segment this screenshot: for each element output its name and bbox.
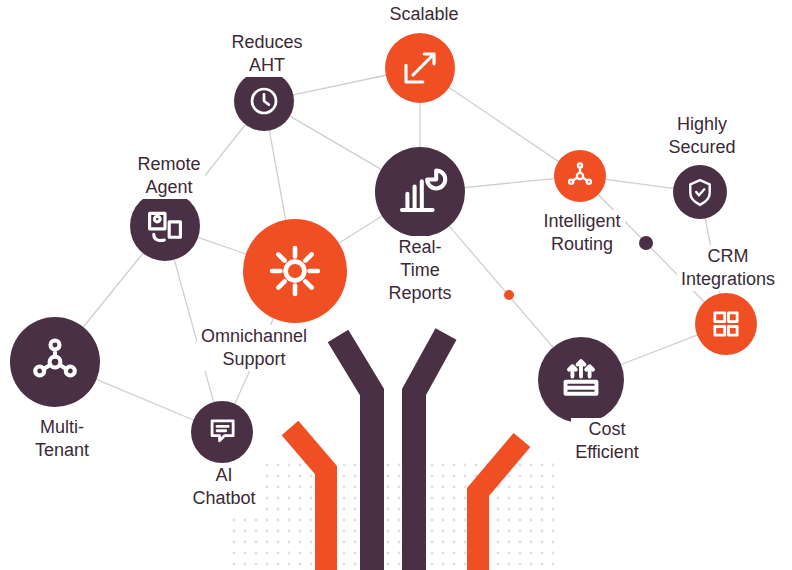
node-icon [272,248,318,294]
connector-line [465,179,554,188]
circle-fill [130,191,200,261]
node-icon [715,313,737,335]
label-box: Reduces AHT [227,31,307,77]
feature-node: Real-Time Reports [375,147,465,305]
circle-fill [538,337,624,423]
feature-node: Cost Efficient [538,337,639,464]
circle-fill [243,219,347,323]
label-box: AI Chatbot [188,464,260,510]
feature-node: Reduces AHT [227,31,303,131]
circle-fill [695,293,757,355]
node-circle [234,71,294,131]
node-label: Reduces AHT [229,31,305,77]
circle-fill [375,147,465,237]
connector-line [449,226,553,347]
label-box: Multi-Tenant [31,416,94,462]
connector-line [606,179,673,188]
connector-line [293,75,385,95]
node-label: CRM Integrations [679,245,778,291]
feature-node: Multi-Tenant [10,317,100,462]
connector-line [97,379,194,420]
node-icon [150,213,181,240]
node-icon [406,54,434,82]
connector-line [83,253,143,327]
node-circle [10,317,100,407]
label-box: Highly Secured [664,113,740,159]
trunk-bar [338,336,372,570]
node-label: Highly Secured [666,113,738,159]
circle-fill [673,165,727,219]
node-label: AI Chatbot [190,464,258,510]
node-icon [569,164,591,184]
feature-node: Remote Agent [130,153,201,261]
node-label: Omnichannel Support [199,325,310,371]
branch-bar [290,428,326,570]
node-icon [252,89,276,113]
node-label: Cost Efficient [573,418,641,464]
connector-line [449,88,558,162]
node-icon [566,361,597,394]
node-label: Multi-Tenant [33,416,92,462]
circle-fill [385,33,455,103]
node-icon [35,340,75,375]
connector-line [339,216,382,243]
connector-line [419,103,420,147]
feature-node: Scalable [385,3,459,104]
node-circle [375,147,465,237]
node-circle [385,33,455,103]
label-box: Real-Time Reports [384,236,456,305]
feature-node: Highly Secured [664,113,736,219]
node-circle [695,293,757,355]
feature-node: Intelligent Routing [539,150,621,256]
branch-bar [478,440,522,570]
connector-line [198,237,246,254]
junction-dot [639,236,653,250]
node-label: Remote Agent [135,153,203,199]
circle-fill [554,150,606,202]
node-circle [243,219,347,323]
node-circle [191,401,253,463]
node-circle [538,337,624,423]
node-label: Scalable [387,3,461,26]
junction-dot [504,290,514,300]
node-circle [130,191,200,261]
circle-fill [234,71,294,131]
feature-node: CRM Integrations [677,245,776,355]
node-label: Real-Time Reports [386,236,454,305]
node-circle [673,165,727,219]
connector-line [621,335,697,364]
circle-fill [10,317,100,407]
trunk-bar [414,334,446,570]
node-label: Intelligent Routing [541,210,623,256]
node-icon [212,421,233,441]
feature-node: AI Chatbot [188,401,256,510]
connector-line [290,116,381,169]
label-box: Scalable [385,3,463,26]
dot-grid [232,456,562,570]
node-icon [690,180,709,205]
label-box: Intelligent Routing [539,210,625,256]
circle-fill [191,401,253,463]
label-box: Omnichannel Support [197,325,312,371]
feature-node: Omnichannel Support [197,219,348,371]
connector-line [269,131,285,220]
label-box: CRM Integrations [677,245,780,291]
node-icon [402,170,445,210]
label-box: Cost Efficient [571,418,643,464]
label-box: Remote Agent [133,153,205,199]
node-circle [554,150,606,202]
